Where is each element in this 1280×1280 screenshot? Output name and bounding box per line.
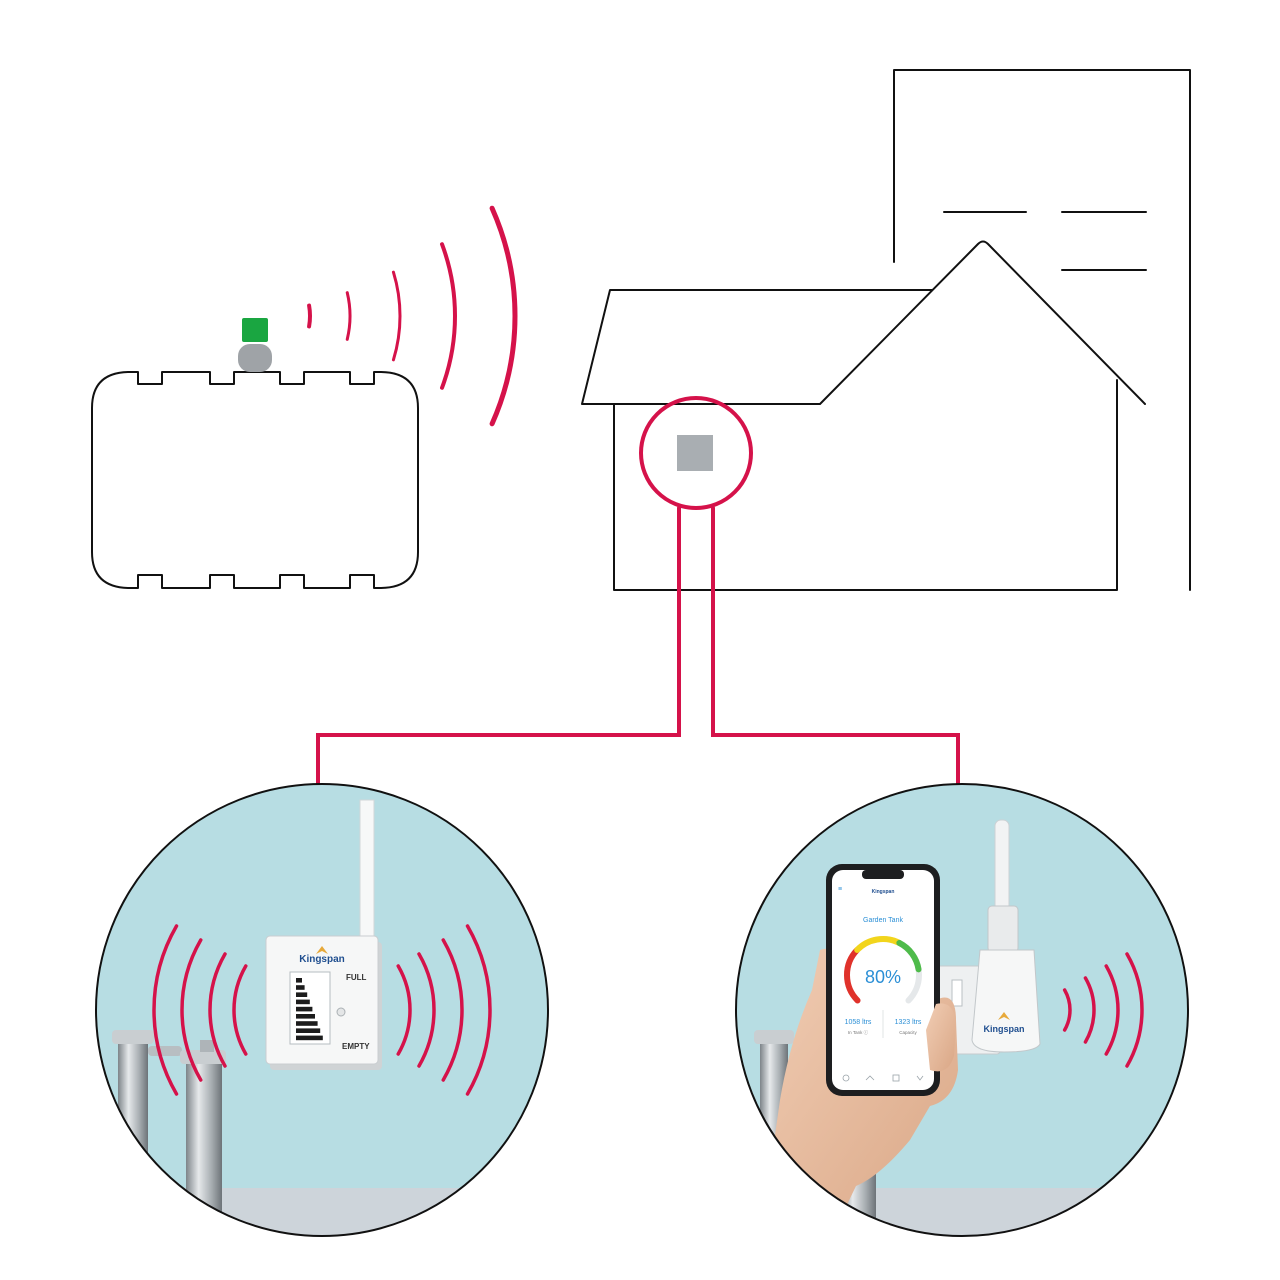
level-segment <box>296 978 302 983</box>
signal-wave <box>465 924 492 1096</box>
gauge-brand: Kingspan <box>299 954 345 965</box>
tank-level-gauge <box>844 936 922 1004</box>
level-segment <box>296 1028 321 1033</box>
stat-capacity-caption: Capacity <box>899 1030 917 1035</box>
level-segment <box>296 1021 318 1026</box>
thumb <box>926 1003 956 1072</box>
signal-wave <box>307 303 312 329</box>
menu-icon[interactable]: ≡ <box>838 886 842 893</box>
app-brand: Kingspan <box>872 889 895 895</box>
tank-sensor <box>238 318 272 372</box>
gauge-button <box>336 1007 346 1017</box>
app-scene-border <box>735 783 1189 1237</box>
wifi-signal-icon <box>152 924 492 1096</box>
level-segment <box>296 999 310 1005</box>
stat-capacity-value: 1323 ltrs <box>895 1019 922 1026</box>
signal-wave <box>396 964 412 1056</box>
tank-outline <box>91 371 419 589</box>
signal-wave <box>152 924 179 1096</box>
connector-to-gauge <box>316 506 681 802</box>
gauge-scene-border <box>95 783 549 1237</box>
label-empty: EMPTY <box>342 1042 370 1051</box>
cable-pipe <box>359 799 375 951</box>
smartphone: Kingspan ≡ Garden Tank 80% 1058 ltrs In … <box>826 864 940 1096</box>
signal-wave <box>1062 988 1072 1032</box>
signal-wave <box>208 952 227 1068</box>
stat-in-tank-caption: In Tank ⓘ <box>848 1029 869 1036</box>
gauge-percent: 80% <box>865 967 901 987</box>
sensor-cap <box>242 318 268 342</box>
floor <box>736 1188 1188 1236</box>
home-hub-icon <box>677 435 713 471</box>
tab-home-icon[interactable] <box>842 1074 850 1082</box>
signal-wave <box>1083 976 1096 1044</box>
wireless-gauge: Kingspan FULL EMPTY <box>265 935 382 1070</box>
tab-settings-icon[interactable] <box>916 1075 924 1081</box>
floor <box>96 1188 548 1236</box>
tank-name: Garden Tank <box>863 917 903 924</box>
level-segment <box>296 985 305 990</box>
signal-wave <box>391 270 402 362</box>
signal-wave <box>417 952 436 1068</box>
app-scene: Kingspan Kingspan ≡ Garden Tank 80% 1058… <box>735 783 1189 1237</box>
gauge-scene: Kingspan FULL EMPTY <box>95 783 549 1237</box>
hub-highlight-ring <box>639 396 753 510</box>
signal-wave <box>440 242 457 390</box>
oil-tank <box>91 205 518 589</box>
wifi-signal-icon <box>307 205 518 427</box>
signal-wave <box>345 291 352 341</box>
signal-wave <box>489 205 518 427</box>
house-walls <box>613 379 1118 591</box>
tab-alerts-icon[interactable] <box>892 1074 900 1082</box>
level-segment <box>296 1006 313 1012</box>
tall-building <box>893 69 1191 591</box>
stat-in-tank-value: 1058 ltrs <box>845 1019 872 1026</box>
app-tab-bar <box>842 1074 924 1082</box>
house-roof <box>581 240 1146 405</box>
level-segment <box>296 1035 323 1041</box>
signal-wave <box>232 964 248 1056</box>
house <box>581 69 1191 591</box>
level-segment <box>296 992 308 997</box>
signal-wave <box>441 938 464 1082</box>
signal-wave <box>1125 952 1144 1068</box>
connector-to-app <box>711 506 960 802</box>
signal-wave <box>1104 964 1120 1056</box>
level-indicator <box>296 978 323 1041</box>
sensor-body <box>238 344 272 372</box>
gauge-fill <box>896 939 922 973</box>
level-segment <box>296 1014 315 1019</box>
gauge-fill <box>854 936 903 953</box>
label-full: FULL <box>346 973 367 982</box>
signal-wave <box>180 938 203 1082</box>
building-window-lines <box>943 211 1147 271</box>
gauge-fill <box>844 946 861 1004</box>
tab-history-icon[interactable] <box>865 1075 875 1081</box>
wifi-signal-icon <box>1062 952 1144 1068</box>
brand-logo-mark <box>316 946 328 954</box>
plug-brand: Kingspan <box>983 1024 1024 1034</box>
